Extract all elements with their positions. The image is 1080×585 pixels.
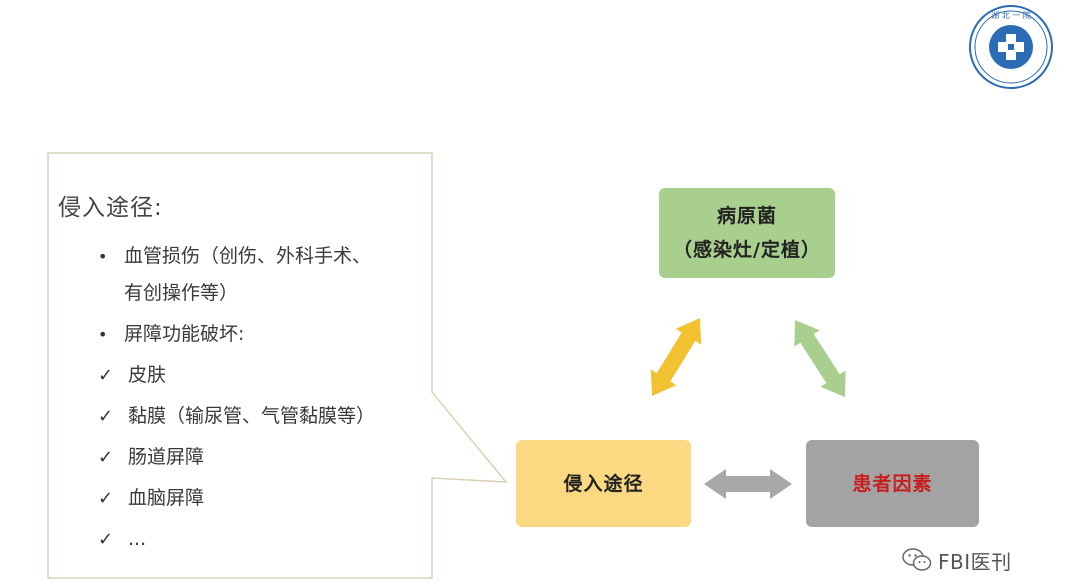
bullet-item: 屏障功能破坏: (58, 314, 428, 355)
callout-content: 侵入途径: 血管损伤（创伤、外科手术、有创操作等） 屏障功能破坏:皮肤黏膜（输尿管… (58, 188, 428, 560)
watermark-text: FBI医刊 (938, 549, 1012, 574)
callout-heading: 侵入途径: (58, 195, 163, 221)
watermark: FBI医刊 (902, 546, 1012, 574)
bullet-item: 有创操作等） (124, 282, 239, 304)
invasion-route-label: 侵入途径 (563, 472, 644, 495)
svg-text:湖 北 一 院: 湖 北 一 院 (991, 10, 1031, 20)
checklist-item: 黏膜（输尿管、气管黏膜等） (58, 396, 428, 437)
patient-factors-box: 患者因素 (806, 440, 979, 527)
checklist-item: ... (58, 519, 428, 560)
checklist-item: 肠道屏障 (58, 437, 428, 478)
bullet-item: 血管损伤（创伤、外科手术、 (58, 236, 428, 277)
patient-factors-label: 患者因素 (852, 472, 933, 495)
pathogen-box: 病原菌 （感染灶/定植） (659, 188, 835, 278)
pathogen-label: 病原菌 (716, 205, 777, 227)
invasion-route-box: 侵入途径 (516, 440, 691, 527)
pathogen-sublabel: （感染灶/定植） (673, 239, 821, 261)
hospital-seal-logo: 湖 北 一 院 (969, 5, 1053, 89)
checklist-item: 皮肤 (58, 355, 428, 396)
callout-list: 血管损伤（创伤、外科手术、有创操作等） 屏障功能破坏:皮肤黏膜（输尿管、气管黏膜等… (58, 236, 428, 560)
wechat-icon (902, 548, 932, 571)
checklist-item: 血脑屏障 (58, 478, 428, 519)
